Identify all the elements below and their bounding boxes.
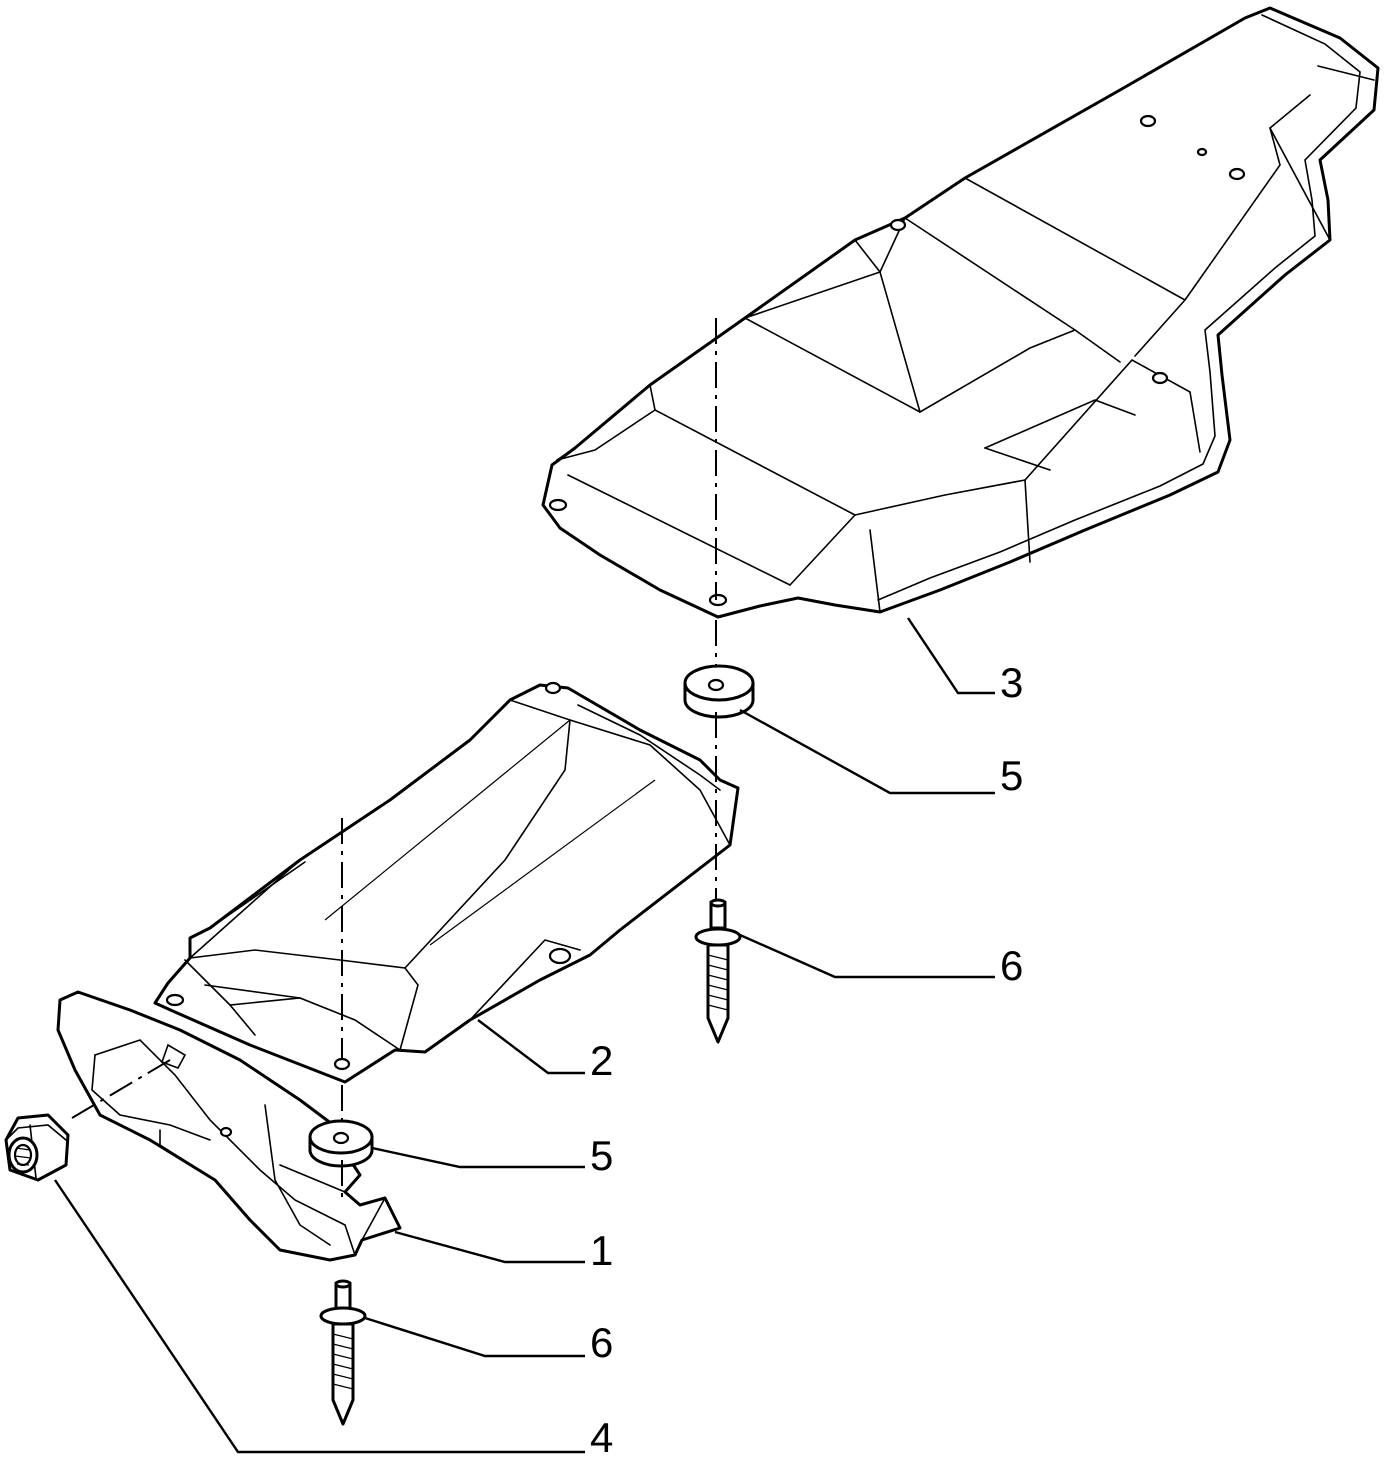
callout-1: 1 <box>590 1227 613 1274</box>
bracket-part-1 <box>56 990 402 1262</box>
callout-labels: 3 5 6 2 5 1 6 4 <box>590 659 1023 1457</box>
callout-5-lower: 5 <box>590 1132 613 1179</box>
callout-2: 2 <box>590 1037 613 1084</box>
heat-shield-part-3 <box>541 6 1380 619</box>
washer-lower-5 <box>308 1119 374 1168</box>
leader-lines <box>54 617 995 1454</box>
nut-part-4 <box>4 1113 70 1182</box>
callout-4: 4 <box>590 1414 613 1457</box>
callout-3: 3 <box>1000 659 1023 706</box>
washer-upper-5 <box>683 664 755 719</box>
callout-5-upper: 5 <box>1000 752 1023 799</box>
heat-shield-part-2 <box>153 681 740 1084</box>
callout-6-upper: 6 <box>1000 942 1023 989</box>
stud-lower-6 <box>319 1279 367 1426</box>
stud-upper-6 <box>694 898 742 1044</box>
callout-6-lower: 6 <box>590 1319 613 1366</box>
assembly-axes <box>71 318 717 1200</box>
